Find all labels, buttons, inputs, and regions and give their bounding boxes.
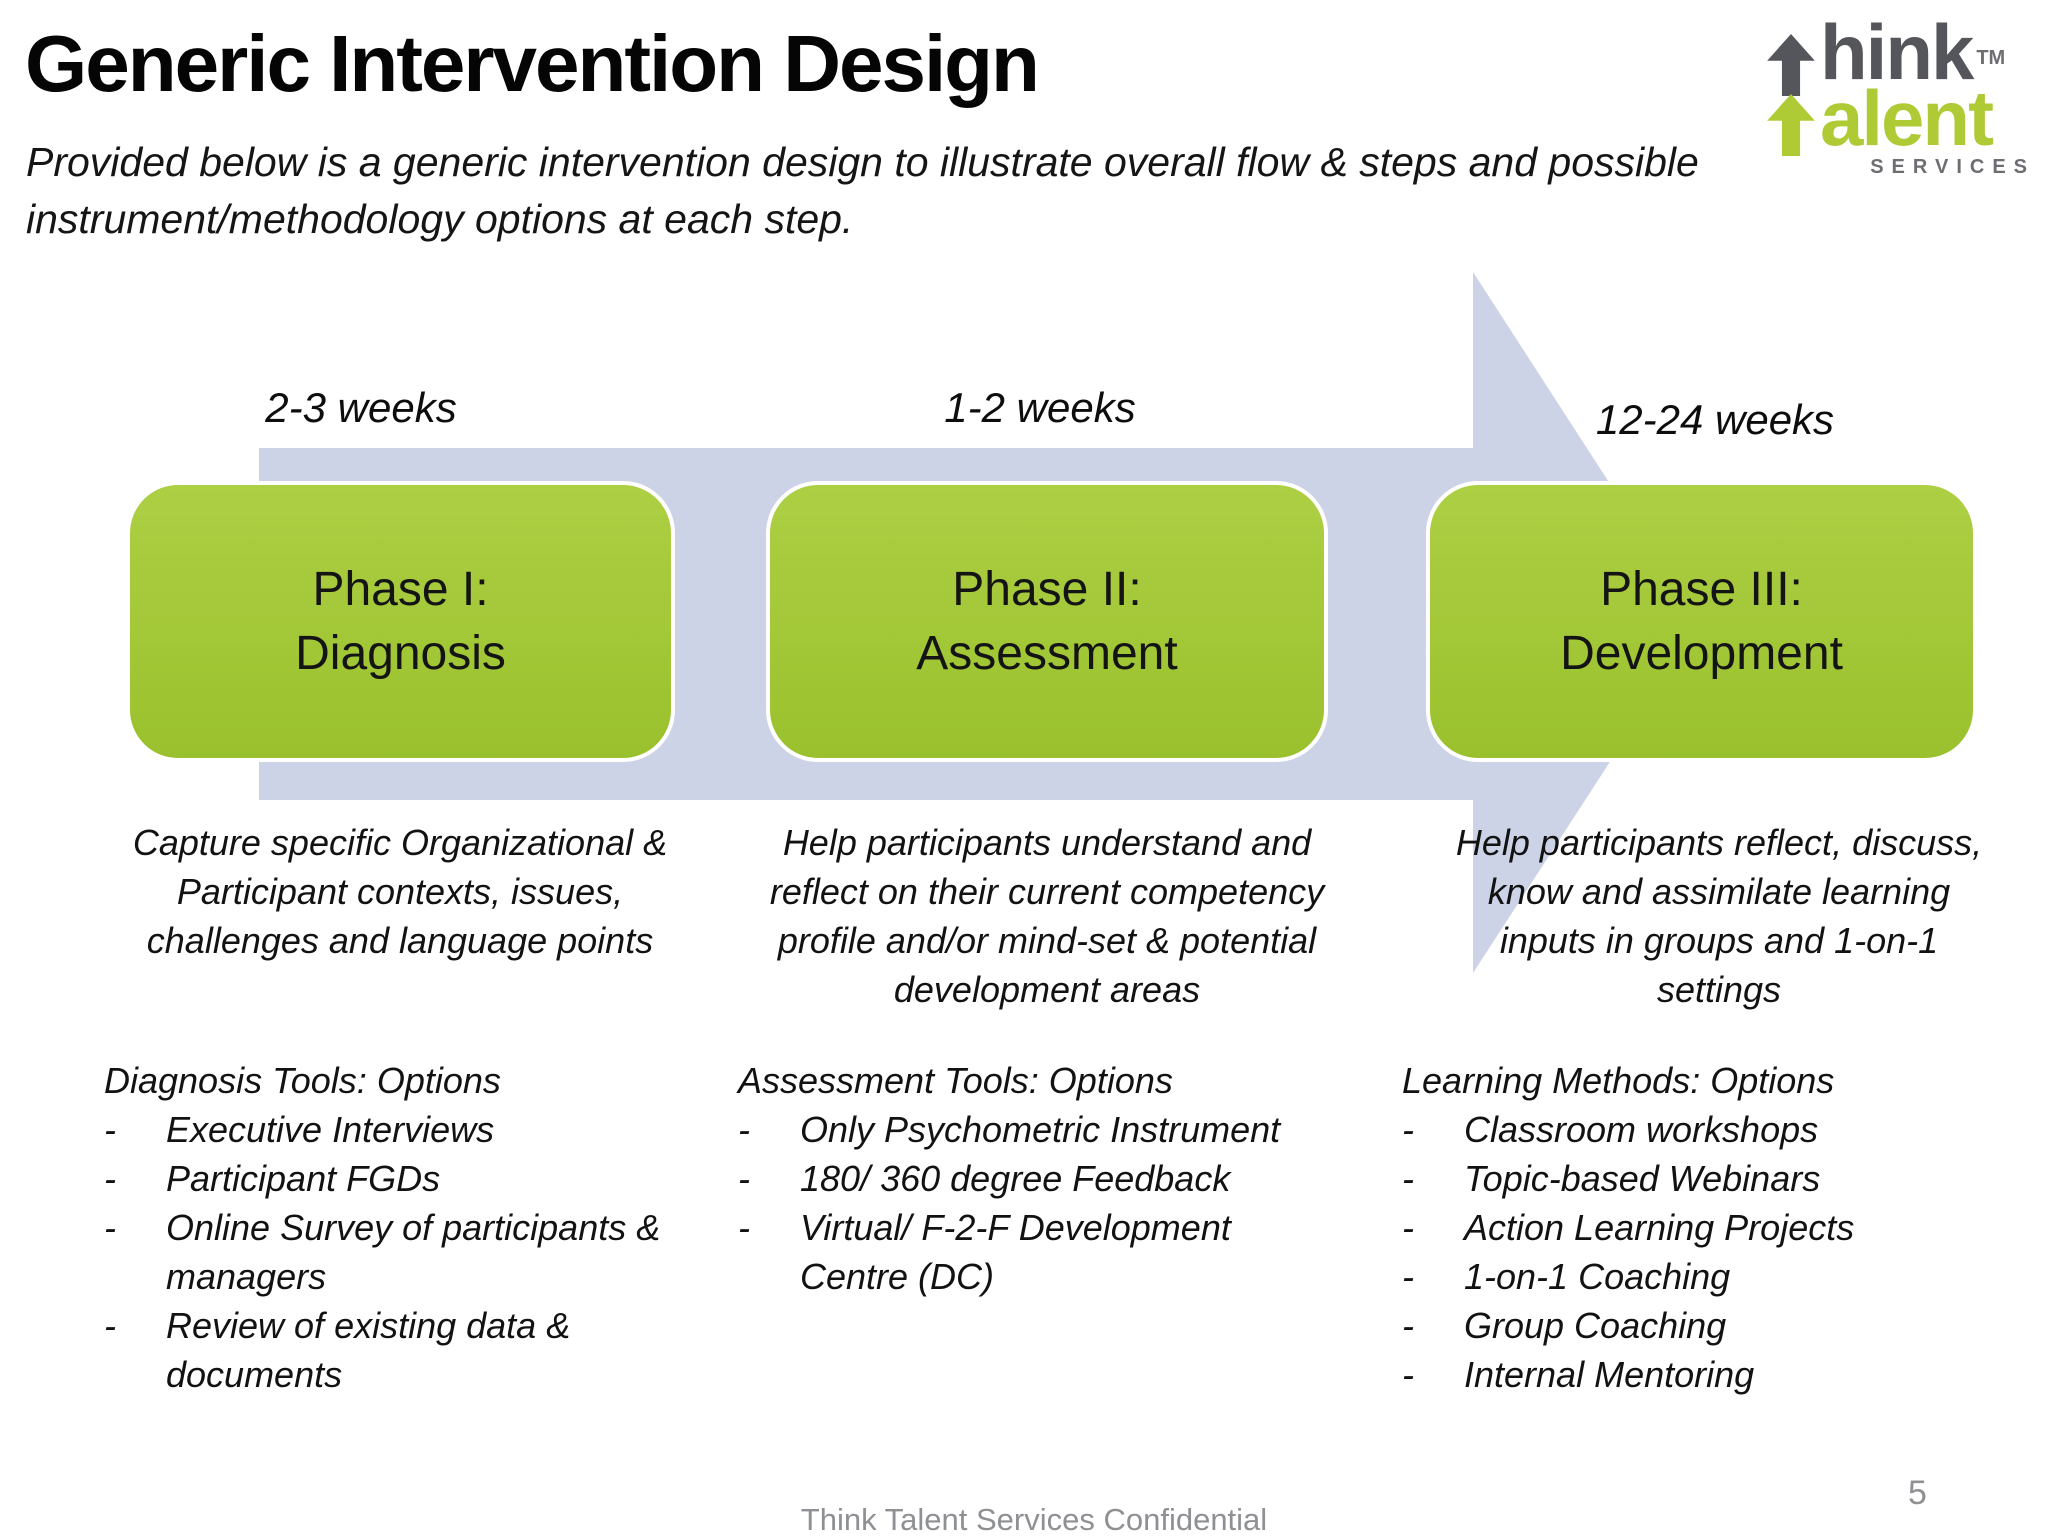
text-line: Capture specific Organizational & bbox=[132, 822, 668, 863]
phase1-options-items: - Executive Interviews - Participant FGDs - O… bbox=[104, 1105, 724, 1399]
up-arrow-icon bbox=[1765, 34, 1817, 96]
text-line: inputs in groups and 1-on-1 bbox=[1499, 920, 1939, 961]
logo-talent-text: alent bbox=[1820, 74, 1994, 162]
text-line: Phase II: bbox=[952, 562, 1142, 616]
dash-bullet: - bbox=[104, 1305, 116, 1346]
phase3-options-items: - Classroom workshops - Topic-based Webinar… bbox=[1402, 1105, 2022, 1399]
list-item-text: Only Psychometric Instrument bbox=[800, 1109, 1281, 1150]
list-item-text: Review of existing data & documents bbox=[166, 1305, 571, 1395]
list-item-text: Executive Interviews bbox=[166, 1109, 495, 1150]
dash-bullet: - bbox=[1402, 1256, 1414, 1297]
list-item: - Internal Mentoring bbox=[1402, 1350, 2022, 1399]
logo-services-text: SERVICES bbox=[1870, 156, 2035, 178]
text-line: Phase III: bbox=[1600, 562, 1803, 616]
list-item-text: Classroom workshops bbox=[1464, 1109, 1819, 1150]
logo-think-text: hink bbox=[1820, 8, 1974, 96]
list-item-text: 180/ 360 degree Feedback bbox=[800, 1158, 1231, 1199]
dash-bullet: - bbox=[104, 1109, 116, 1150]
phase1-duration-label: 2-3 weeks bbox=[265, 384, 457, 431]
dash-bullet: - bbox=[738, 1158, 750, 1199]
dash-bullet: - bbox=[1402, 1158, 1414, 1199]
list-item: - Participant FGDs bbox=[104, 1154, 724, 1203]
list-item-text: Internal Mentoring bbox=[1464, 1354, 1755, 1395]
list-item-text: Virtual/ F-2-F Development Centre (DC) bbox=[800, 1207, 1231, 1297]
logo-talent-row: alent bbox=[1765, 74, 2037, 162]
text-line: challenges and language points bbox=[146, 920, 654, 961]
phase2-options-items: - Only Psychometric Instrument - 180/ 360 d… bbox=[738, 1105, 1318, 1301]
phase2-description: Help participants understand and reflect … bbox=[735, 818, 1359, 1014]
list-item: - Classroom workshops bbox=[1402, 1105, 2022, 1154]
dash-bullet: - bbox=[104, 1207, 116, 1248]
phase2-box: Phase II: Assessment bbox=[766, 481, 1328, 762]
phase1-box: Phase I: Diagnosis bbox=[126, 481, 675, 762]
list-item: - Group Coaching bbox=[1402, 1301, 2022, 1350]
phase1-name: Phase I: Diagnosis bbox=[295, 558, 506, 686]
dash-bullet: - bbox=[1402, 1305, 1414, 1346]
text-line: Help participants reflect, discuss, bbox=[1455, 822, 1983, 863]
list-item-text: Topic-based Webinars bbox=[1464, 1158, 1821, 1199]
phase2-duration-label: 1-2 weeks bbox=[944, 384, 1136, 431]
text-line: settings bbox=[1656, 969, 1782, 1010]
list-item-text: 1-on-1 Coaching bbox=[1464, 1256, 1731, 1297]
phase3-box: Phase III: Development bbox=[1426, 481, 1977, 762]
footer-confidential-text: Think Talent Services Confidential bbox=[800, 1502, 1268, 1536]
list-item-text: Online Survey of participants & managers bbox=[166, 1207, 661, 1297]
phase3-name: Phase III: Development bbox=[1560, 558, 1843, 686]
list-item: - Executive Interviews bbox=[104, 1105, 724, 1154]
text-line: Assessment bbox=[916, 626, 1178, 680]
dash-bullet: - bbox=[738, 1109, 750, 1150]
page-number: 5 bbox=[1908, 1474, 1927, 1512]
logo-think-row: hink TM bbox=[1765, 8, 2037, 96]
phase3-description: Help participants reflect, discuss, know … bbox=[1407, 818, 2031, 1014]
phase3-duration-label: 12-24 weeks bbox=[1595, 396, 1835, 443]
phase3-options-list: Learning Methods: Options - Classroom wor… bbox=[1402, 1056, 2022, 1399]
list-item: - Topic-based Webinars bbox=[1402, 1154, 2022, 1203]
list-item: - Review of existing data & documents bbox=[104, 1301, 724, 1399]
list-item-text: Participant FGDs bbox=[166, 1158, 441, 1199]
text-line: know and assimilate learning bbox=[1487, 871, 1951, 912]
list-item: - Virtual/ F-2-F Development Centre (DC) bbox=[738, 1203, 1318, 1301]
list-item: - Online Survey of participants & manager… bbox=[104, 1203, 724, 1301]
text-line: Diagnosis bbox=[295, 626, 506, 680]
phase1-options-list: Diagnosis Tools: Options - Executive Inte… bbox=[104, 1056, 724, 1399]
logo-trademark: TM bbox=[1976, 47, 2006, 69]
list-item: - Only Psychometric Instrument bbox=[738, 1105, 1318, 1154]
list-item-text: Action Learning Projects bbox=[1464, 1207, 1855, 1248]
text-line: reflect on their current competency bbox=[769, 871, 1325, 912]
dash-bullet: - bbox=[1402, 1354, 1414, 1395]
phase1-description: Capture specific Organizational & Partici… bbox=[88, 818, 712, 965]
list-item-text: Group Coaching bbox=[1464, 1305, 1727, 1346]
text-line: Phase I: bbox=[312, 562, 489, 616]
text-line: Participant contexts, issues, bbox=[176, 871, 624, 912]
text-line: instrument/methodology options at each s… bbox=[26, 196, 854, 242]
phase2-options-list: Assessment Tools: Options - Only Psychome… bbox=[738, 1056, 1318, 1301]
phase1-options-heading: Diagnosis Tools: Options bbox=[104, 1060, 501, 1101]
phase2-options-heading: Assessment Tools: Options bbox=[738, 1060, 1173, 1101]
page-subtitle: Provided below is a generic intervention… bbox=[26, 134, 1699, 248]
text-line: profile and/or mind-set & potential bbox=[777, 920, 1317, 961]
think-talent-logo: hink TM alent SERVICES bbox=[1765, 8, 2037, 179]
text-line: Provided below is a generic intervention… bbox=[26, 139, 1699, 185]
dash-bullet: - bbox=[1402, 1207, 1414, 1248]
dash-bullet: - bbox=[738, 1207, 750, 1248]
text-line: development areas bbox=[893, 969, 1201, 1010]
phase3-options-heading: Learning Methods: Options bbox=[1402, 1060, 1835, 1101]
dash-bullet: - bbox=[1402, 1109, 1414, 1150]
list-item: - 1-on-1 Coaching bbox=[1402, 1252, 2022, 1301]
text-line: Help participants understand and bbox=[782, 822, 1312, 863]
text-line: Development bbox=[1560, 626, 1843, 680]
list-item: - 180/ 360 degree Feedback bbox=[738, 1154, 1318, 1203]
page-title: Generic Intervention Design bbox=[25, 19, 1040, 108]
up-arrow-icon bbox=[1765, 94, 1817, 156]
list-item: - Action Learning Projects bbox=[1402, 1203, 2022, 1252]
dash-bullet: - bbox=[104, 1158, 116, 1199]
phase2-name: Phase II: Assessment bbox=[916, 558, 1177, 686]
